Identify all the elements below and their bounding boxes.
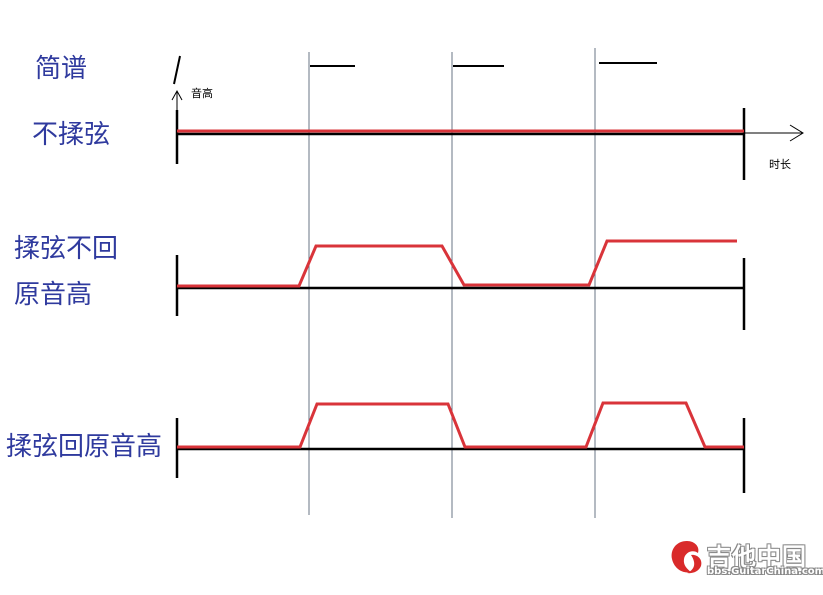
pitch-axis-arrowhead bbox=[171, 89, 183, 101]
row2-pitch-curve bbox=[177, 239, 737, 288]
vibrato-return-label: 揉弦回原音高 bbox=[6, 432, 163, 462]
jianpu-label: 简谱 bbox=[35, 54, 88, 84]
watermark: 吉他中国 bbs.GuitarChina.com bbox=[667, 535, 823, 583]
watermark-main-text: 吉他中国 bbox=[707, 543, 807, 571]
dragon-logo-icon bbox=[671, 541, 702, 574]
pitch-axis-label: 音高 bbox=[191, 87, 213, 100]
notation-slash bbox=[173, 55, 181, 85]
no-vibrato-label: 不揉弦 bbox=[32, 120, 111, 150]
time-axis-arrowhead bbox=[789, 124, 804, 142]
row3-pitch-curve bbox=[177, 401, 744, 449]
vibrato-no-return-label-line2: 原音高 bbox=[14, 280, 93, 310]
time-axis-label: 时长 bbox=[769, 158, 791, 171]
watermark-sub-text: bbs.GuitarChina.com bbox=[707, 566, 823, 577]
vibrato-no-return-label-line1: 揉弦不回 bbox=[14, 234, 119, 264]
